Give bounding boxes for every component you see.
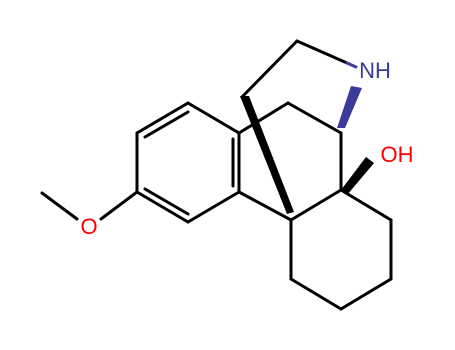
bond-ring-top-right bbox=[186, 101, 241, 135]
bond-upper-left bbox=[240, 39, 299, 99]
wedge-to-nitrogen bbox=[337, 86, 362, 128]
methoxy-oxygen-label: O bbox=[80, 214, 97, 239]
bond-cyclohexane-bottom-right bbox=[339, 277, 393, 311]
bond-cyclohexane-top-right bbox=[339, 188, 393, 222]
hydroxyl-label: OH bbox=[381, 142, 414, 167]
bond-ring-to-methoxy-oxygen bbox=[99, 190, 139, 221]
wedge-to-hydroxyl bbox=[341, 157, 374, 195]
bond-cyclohexane-bottom-left bbox=[289, 277, 343, 311]
aromatic-double-bond-top bbox=[143, 110, 190, 139]
bond-bridge-carbon-to-stereocenter bbox=[286, 101, 343, 135]
bond-ring-bottom-right bbox=[186, 190, 241, 224]
bond-to-nitrogen bbox=[345, 61, 358, 69]
aromatic-double-bond-bottom bbox=[143, 187, 190, 216]
front-wedge-bridge bbox=[240, 96, 294, 214]
bond-quaternary-carbon-to-ring bbox=[237, 190, 293, 222]
bond-aromatic-to-bridge-carbon bbox=[237, 101, 290, 135]
bond-ring-bottom-left bbox=[135, 190, 190, 224]
nitrogen-label: NH bbox=[359, 58, 391, 83]
bond-hydroxyl-carbon-to-quaternary-carbon bbox=[289, 188, 343, 222]
bond-methoxy-methyl bbox=[40, 191, 79, 221]
bond-ring-top-left bbox=[135, 101, 190, 135]
bond-layer bbox=[40, 39, 393, 311]
bond-upper-right bbox=[295, 39, 349, 65]
